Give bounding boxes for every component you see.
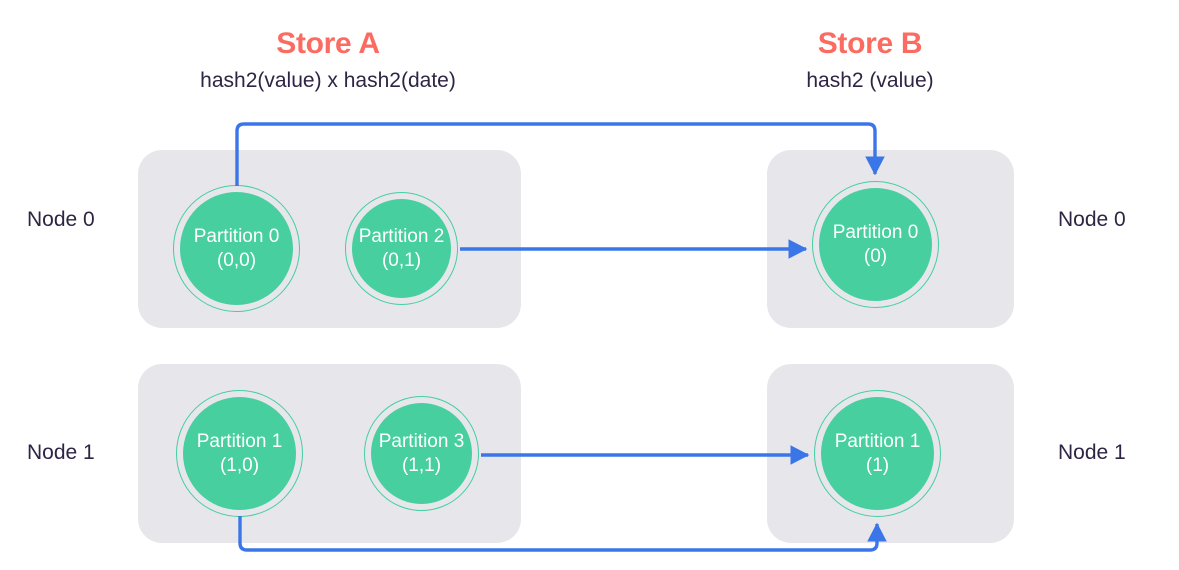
store-b-subtitle: hash2 (value) xyxy=(806,69,934,92)
node-label-right-0: Node 0 xyxy=(1058,208,1126,231)
partition-name: Partition 2 xyxy=(358,226,445,248)
partition-store-a-3[interactable]: Partition 3 (1,1) xyxy=(364,396,479,511)
partition-store-b-0[interactable]: Partition 0 (0) xyxy=(812,181,939,308)
partition-name: Partition 1 xyxy=(196,431,283,453)
partition-name: Partition 3 xyxy=(378,431,465,453)
partition-disc xyxy=(821,397,934,510)
store-a-title: Store A xyxy=(276,27,380,60)
partition-key: (1) xyxy=(865,454,890,476)
store-b-heading: Store B hash2 (value) xyxy=(720,27,1020,92)
partition-disc xyxy=(183,397,296,510)
partition-label: Partition 1 (1) xyxy=(835,430,921,476)
partition-name: Partition 1 xyxy=(834,431,921,453)
node-label-left-0: Node 0 xyxy=(27,208,95,231)
partition-disc xyxy=(180,192,293,305)
partition-label: Partition 2 (0,1) xyxy=(359,225,445,271)
partition-name: Partition 0 xyxy=(832,222,919,244)
partition-disc xyxy=(352,199,451,298)
partition-store-b-1[interactable]: Partition 1 (1) xyxy=(814,390,941,517)
partition-key: (1,1) xyxy=(401,454,442,476)
partition-store-a-2[interactable]: Partition 2 (0,1) xyxy=(345,192,458,305)
node-label-right-1: Node 1 xyxy=(1058,441,1126,464)
partition-store-a-1[interactable]: Partition 1 (1,0) xyxy=(176,390,303,517)
store-a-subtitle: hash2(value) x hash2(date) xyxy=(200,69,456,92)
partition-key: (0) xyxy=(863,245,888,267)
partition-label: Partition 0 (0,0) xyxy=(194,225,280,271)
partition-store-a-0[interactable]: Partition 0 (0,0) xyxy=(173,185,300,312)
partition-label: Partition 1 (1,0) xyxy=(197,430,283,476)
partition-label: Partition 0 (0) xyxy=(833,221,919,267)
partition-label: Partition 3 (1,1) xyxy=(379,430,465,476)
store-a-heading: Store A hash2(value) x hash2(date) xyxy=(128,27,528,92)
partition-key: (0,1) xyxy=(381,249,422,271)
partition-key: (0,0) xyxy=(216,249,257,271)
node-label-left-1: Node 1 xyxy=(27,441,95,464)
partition-name: Partition 0 xyxy=(193,226,280,248)
partition-disc xyxy=(819,188,932,301)
partition-disc xyxy=(371,403,472,504)
partition-key: (1,0) xyxy=(219,454,260,476)
store-b-title: Store B xyxy=(817,27,923,60)
